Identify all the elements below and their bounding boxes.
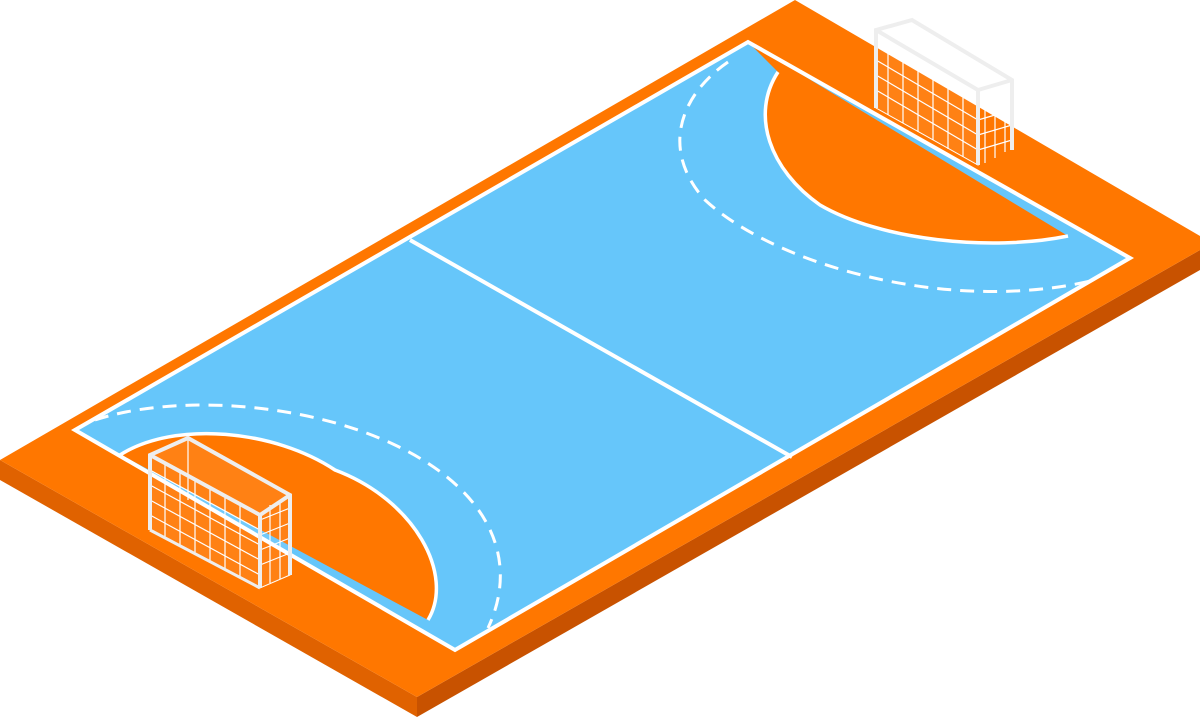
- free-throw-line-near: [94, 403, 502, 629]
- center-line: [409, 238, 793, 459]
- goal-area-far: [748, 42, 1068, 243]
- platform-left-side: [0, 460, 417, 717]
- goal-near: [148, 435, 292, 590]
- goal-far: [874, 17, 1014, 166]
- goal-area-line-near: [119, 431, 439, 621]
- court-boundary-line: [71, 39, 1135, 653]
- goal-far-posts: [874, 17, 1014, 150]
- goal-near-posts: [148, 435, 292, 575]
- goal-area-line-far: [763, 71, 1069, 245]
- platform-right-side: [417, 250, 1200, 717]
